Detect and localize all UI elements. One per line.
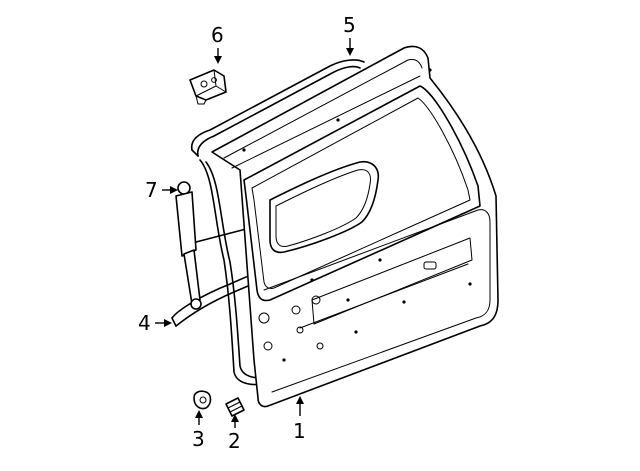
callout-label-5: 5 <box>343 13 356 37</box>
callout-label-3: 3 <box>192 427 205 451</box>
callout-arrowhead-6 <box>214 56 222 64</box>
bumper-3 <box>193 390 212 410</box>
callout-3: 3 <box>192 410 205 451</box>
callout-arrowhead-7 <box>170 186 178 194</box>
callout-arrowhead-5 <box>346 48 354 56</box>
callout-2: 2 <box>228 414 241 453</box>
callout-label-7: 7 <box>145 178 158 202</box>
callout-arrowhead-4 <box>164 319 172 327</box>
lift-support <box>175 181 202 310</box>
callout-6: 6 <box>211 23 224 64</box>
hinge <box>189 69 227 105</box>
upper-weatherstrip <box>190 59 365 157</box>
bumper-2 <box>225 397 245 417</box>
callout-label-1: 1 <box>293 419 306 443</box>
liftgate-door <box>211 45 499 408</box>
callout-1: 1 <box>293 396 306 443</box>
callout-5: 5 <box>343 13 356 56</box>
callout-arrowhead-1 <box>296 396 304 404</box>
callout-label-4: 4 <box>138 311 151 335</box>
callout-7: 7 <box>145 178 178 202</box>
callout-label-6: 6 <box>211 23 224 47</box>
callout-arrowhead-3 <box>195 410 203 418</box>
callout-arrowhead-2 <box>231 414 239 422</box>
callout-4: 4 <box>138 311 172 335</box>
callout-label-2: 2 <box>228 429 241 453</box>
